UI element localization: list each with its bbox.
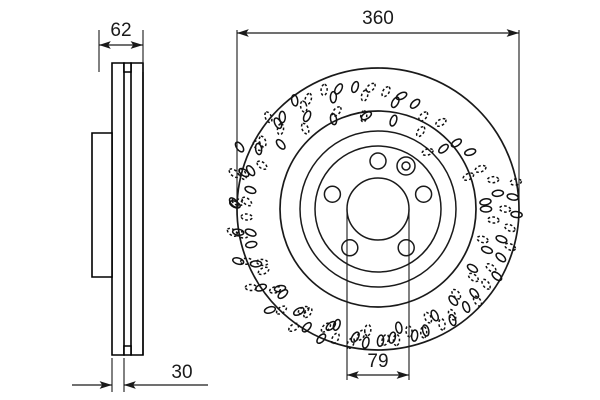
perforation-ring-5 — [241, 82, 523, 344]
locating-hole-inner-circle — [401, 161, 411, 171]
dimension-value-79: 79 — [367, 351, 388, 372]
perforation-ring-2 — [231, 89, 512, 349]
dimension-hub-bore: 79 — [346, 209, 410, 380]
side-view-friction-ring-outer-plate — [130, 62, 144, 356]
bolt-hole-group — [323, 152, 433, 257]
bolt-hole — [341, 239, 359, 257]
perforation-ring-3 — [228, 80, 519, 347]
side-view-vent-web-bottom — [123, 345, 132, 356]
perforation-ring-4 — [240, 110, 500, 337]
side-view-vent-web-top — [123, 62, 132, 73]
bolt-hole — [323, 185, 342, 203]
side-view-friction-ring-inner-plate — [111, 62, 125, 356]
front-view — [226, 67, 523, 351]
dimension-offset-depth: 30 — [72, 358, 208, 392]
dimension-diameter-outer: 360 — [236, 8, 520, 215]
bolt-hole — [369, 152, 387, 170]
dimension-value-360: 360 — [362, 8, 394, 29]
side-view-hat-section — [91, 132, 113, 278]
friction-band-inner-circle — [279, 110, 477, 308]
center-bore-circle — [346, 177, 410, 241]
side-view — [91, 62, 144, 356]
bolt-hole — [414, 185, 433, 203]
hat-outer-circle — [299, 130, 457, 288]
perforation-ring-1 — [226, 106, 493, 350]
dimension-value-62: 62 — [110, 20, 131, 41]
locating-hole — [396, 156, 416, 176]
bolt-hole — [397, 239, 415, 257]
dimension-thickness-total: 62 — [98, 20, 144, 72]
hat-inner-circle — [314, 145, 442, 273]
dimension-value-30: 30 — [171, 362, 192, 383]
